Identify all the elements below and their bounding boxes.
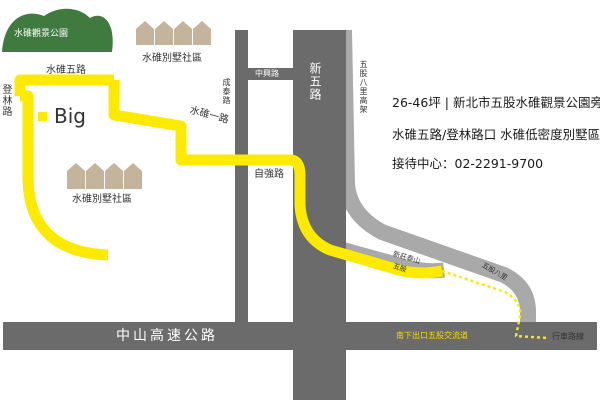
road-label-xinwu: 新五路 bbox=[308, 62, 322, 101]
road-label-wugu-bali: 五股八里高架 bbox=[359, 60, 368, 114]
villa-label-mid: 水碓別墅社區 bbox=[72, 194, 132, 205]
zhongshan-freeway bbox=[3, 322, 597, 350]
info-line-1: 26-46坪 | 新北市五股水碓觀景公園旁 bbox=[392, 95, 600, 110]
road-label-ziqiang: 自強路 bbox=[254, 169, 284, 180]
road-label-chengtai: 成泰路 bbox=[222, 78, 231, 105]
road-label-zhongshan-freeway: 中山高速公路 bbox=[116, 328, 218, 344]
villa-houses-top bbox=[136, 21, 211, 45]
wugu-bali-elevated bbox=[336, 29, 536, 322]
road-label-exit: 南下出口五股交流道 bbox=[396, 331, 468, 340]
park-hill bbox=[2, 8, 113, 52]
info-line-2: 水碓五路/登林路口 水碓低密度別墅區 bbox=[392, 127, 600, 142]
zhongxing-road bbox=[248, 68, 293, 80]
road-label-shuidui-5th: 水碓五路 bbox=[46, 65, 86, 76]
route bbox=[14, 74, 549, 340]
legend-route-label: 行車路線 bbox=[552, 332, 584, 341]
info-line-3: 接待中心：02-2291-9700 bbox=[392, 156, 544, 171]
chengtai-road bbox=[235, 30, 248, 322]
villa-houses-mid bbox=[67, 163, 142, 189]
road-label-zhongxing: 中興路 bbox=[255, 69, 279, 78]
route-main bbox=[14, 74, 114, 96]
villa-label-top: 水碓別墅社區 bbox=[142, 53, 202, 64]
park-label: 水碓觀景公園 bbox=[14, 29, 69, 39]
route-shuidui-1st bbox=[108, 80, 444, 279]
road-label-denglin: 登林路 bbox=[0, 84, 11, 117]
main-roads bbox=[3, 30, 597, 400]
route-dotted bbox=[441, 269, 549, 340]
site-label: Big bbox=[54, 104, 86, 128]
route-denglin bbox=[20, 90, 109, 261]
site-marker bbox=[38, 112, 47, 121]
